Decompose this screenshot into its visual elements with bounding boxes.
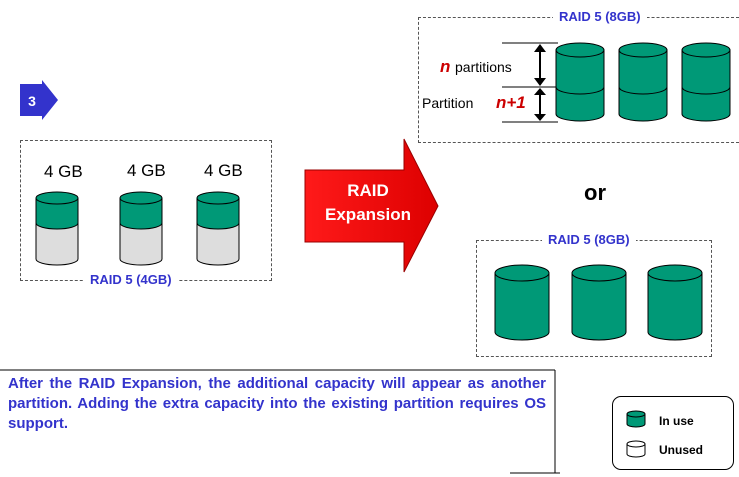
disk-capacity-label: 4 GB [204,161,243,180]
step-number: 3 [28,93,36,109]
partition-label: Partition [422,95,473,111]
disk-icon [571,264,627,341]
disk-icon [681,42,731,122]
partitions-label: partitions [455,59,512,75]
option-top-diagram: n partitions Partition n+1 [422,42,731,123]
original-raid-label: RAID 5 (4GB) [84,272,178,287]
option-bottom-disks [494,264,703,341]
legend-in-use-label: In use [659,414,694,428]
arrow-label-raid: RAID [347,181,389,200]
legend-unused-label: Unused [659,443,704,457]
option-top-raid-label: RAID 5 (8GB) [553,9,647,24]
disk-icon [618,42,668,122]
disk-icon [494,264,550,341]
disk-capacity-label: 4 GB [44,162,83,181]
n-plus-1-symbol: n+1 [496,93,526,112]
unused-icon [626,440,646,458]
disk-icon [119,191,163,266]
raid-expansion-arrow: RAID Expansion [304,138,439,273]
dimension-arrow-icon [534,44,546,86]
note-bracket [0,369,560,474]
or-label: or [584,180,606,205]
step-arrow-badge: 3 [20,80,58,120]
n-symbol: n [440,57,450,76]
disk-icon [35,191,79,266]
disk-icon [647,264,703,341]
legend-box: In use Unused [612,396,734,470]
in-use-icon [626,410,646,428]
disk-icon [196,191,240,266]
arrow-label-expansion: Expansion [325,205,411,224]
disk-capacity-label: 4 GB [127,161,166,180]
option-bottom-raid-label: RAID 5 (8GB) [542,232,636,247]
disk-icon [555,42,605,122]
dimension-arrow-icon [534,88,546,121]
original-disks [35,191,240,266]
expansion-note: After the RAID Expansion, the additional… [8,375,546,432]
